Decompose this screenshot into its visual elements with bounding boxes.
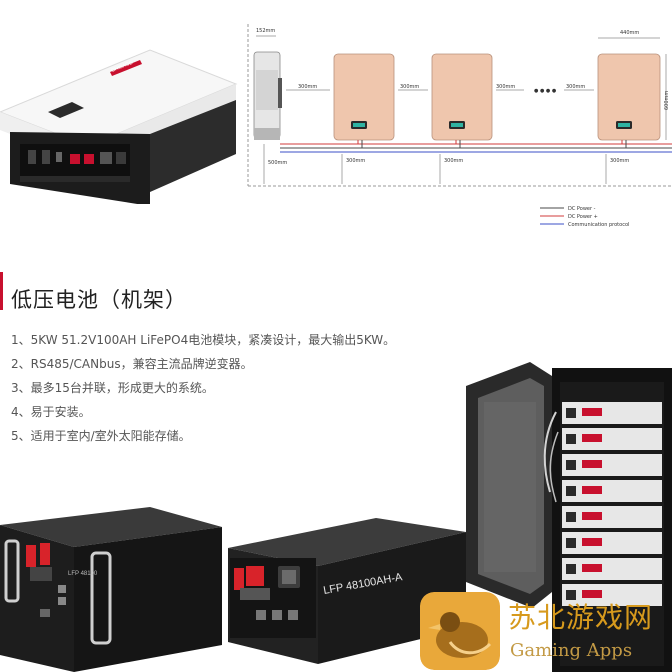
battery-module-1 — [333, 53, 395, 141]
dim-gap-1: 300mm — [298, 84, 317, 90]
installation-diagram: 152mm 300mm 300mm 300mm ● ● ● ● 300mm 44… — [247, 24, 672, 228]
feature-item: 5、适用于室内/室外太阳能存储。 — [11, 429, 191, 443]
dim-gap-3: 300mm — [496, 84, 515, 90]
feature-item: 1、5KW 51.2V100AH LiFePO4电池模块，紧凑设计，最大输出5K… — [11, 333, 396, 347]
rack-battery-image: LFP 48100 — [0, 507, 222, 672]
watermark-subtitle: Gaming Apps — [510, 640, 633, 661]
dim-ellipsis: ● ● ● ● — [534, 88, 557, 94]
battery-cabinet-image — [466, 362, 672, 672]
dim-gap-2: 300mm — [400, 84, 419, 90]
legend-dc-plus: DC Power + — [568, 214, 598, 220]
watermark-logo — [420, 592, 500, 670]
diagram-legend: DC Power - DC Power + Communication prot… — [540, 206, 629, 228]
feature-item: 2、RS485/CANbus，兼容主流品牌逆变器。 — [11, 357, 253, 371]
dim-height-a: 500mm — [268, 160, 287, 166]
battery-module-2 — [431, 53, 493, 141]
dim-module-height: 600mm — [664, 91, 670, 110]
dim-gap-4: 300mm — [566, 84, 585, 90]
battery-module-n — [597, 53, 661, 141]
feature-list: 1、5KW 51.2V100AH LiFePO4电池模块，紧凑设计，最大输出5K… — [11, 328, 395, 448]
dim-module-width: 440mm — [620, 30, 639, 36]
inverter-image: CHISAGE — [0, 49, 238, 204]
legend-dc-minus: DC Power - — [568, 206, 596, 212]
section-title: 低压电池（机架） — [11, 288, 187, 312]
heading-accent-bar — [0, 272, 3, 310]
rack-small-label: LFP 48100 — [68, 571, 98, 577]
dim-height-b: 300mm — [346, 158, 365, 164]
watermark-name: 苏北游戏网 — [508, 601, 654, 634]
lfp-battery-image: LFP 48100AH-A — [228, 518, 466, 664]
dim-height-d: 300mm — [610, 158, 629, 164]
legend-communication: Communication protocol — [568, 222, 629, 228]
dim-height-c: 300mm — [444, 158, 463, 164]
dim-width-left: 152mm — [256, 28, 275, 34]
feature-item: 3、最多15台并联，形成更大的系统。 — [11, 381, 214, 395]
feature-item: 4、易于安装。 — [11, 405, 91, 419]
